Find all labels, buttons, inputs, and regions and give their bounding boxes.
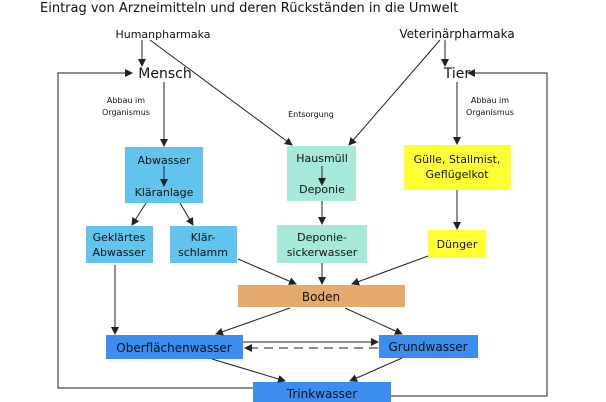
- box-boden: [238, 285, 405, 307]
- label-tier: Tier: [443, 66, 471, 82]
- label-deponie: Deponie: [299, 183, 345, 196]
- box-guelle: [404, 145, 511, 190]
- label-veterinaerpharmaka: Veterinärpharmaka: [399, 27, 514, 41]
- label-guelle: Gülle, Stallmist,Geflügelkot: [414, 153, 501, 181]
- label-humanpharmaka: Humanpharmaka: [115, 28, 210, 41]
- box-oberflaechenwasser: [106, 335, 243, 359]
- box-grundwasser: [379, 335, 478, 358]
- label-grundwasser: Grundwasser: [388, 340, 467, 354]
- label-sickerwasser: Deponie-sickerwasser: [287, 231, 358, 259]
- box-trinkwasser: [253, 382, 391, 402]
- arrows: [57, 39, 548, 397]
- label-klaerschlamm: Klär-schlamm: [178, 231, 228, 259]
- box-geklaertes: [86, 226, 153, 263]
- label-hausmuell: Hausmüll: [296, 152, 348, 165]
- diagram-title: Eintrag von Arzneimitteln und deren Rück…: [40, 1, 458, 16]
- label-duenger: Dünger: [437, 238, 478, 251]
- box-duenger: [428, 230, 486, 258]
- label-boden: Boden: [302, 290, 340, 304]
- label-abwasser: Abwasser: [138, 154, 191, 167]
- label-oberflaechenwasser: Oberflächenwasser: [116, 341, 232, 355]
- box-klaerschlamm: [170, 226, 237, 263]
- label-mensch: Mensch: [138, 66, 191, 82]
- label-entsorgung: Entsorgung: [288, 110, 334, 119]
- label-trinkwasser: Trinkwasser: [286, 387, 357, 401]
- label-klaeranlage: Kläranlage: [135, 186, 194, 199]
- box-sickerwasser: [277, 225, 367, 263]
